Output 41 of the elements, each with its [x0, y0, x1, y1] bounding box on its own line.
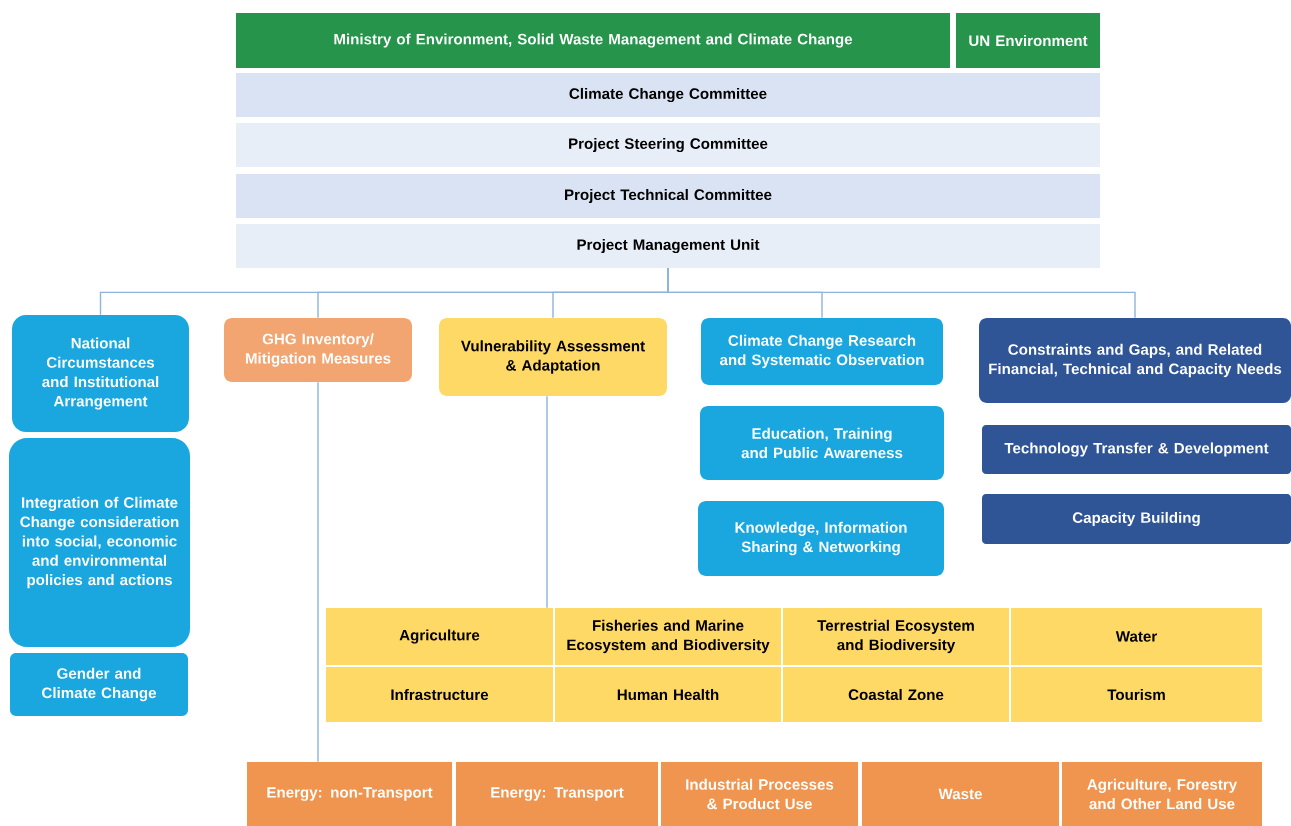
- node-label: Agriculture: [399, 629, 480, 644]
- component-box: GHG Inventory/ Mitigation Measures: [224, 318, 412, 382]
- component-box: Technology Transfer & Development: [982, 425, 1291, 474]
- component-box: Gender and Climate Change: [10, 653, 188, 716]
- header-box: Ministry of Environment, Solid Waste Management and Climate Change: [236, 13, 950, 68]
- node-label: Terrestrial Ecosystem and Biodiversity: [817, 619, 974, 654]
- component-box: Integration of Climate Change consideration into social, economic and environmental policies and actions: [9, 438, 190, 647]
- node-label: Coastal Zone: [848, 688, 944, 701]
- committee-bar: Climate Change Committee: [236, 73, 1100, 117]
- sector-cell: Waste: [862, 762, 1059, 826]
- component-box: Knowledge, Information Sharing & Networking: [698, 501, 944, 576]
- sector-cell: Agriculture, Forestry and Other Land Use: [1062, 762, 1262, 826]
- committee-bar: Project Management Unit: [236, 224, 1100, 268]
- component-box: Vulnerability Assessment & Adaptation: [439, 318, 667, 396]
- component-box: National Circumstances and Institutional Arrangement: [12, 315, 189, 432]
- connector-line: [317, 381, 319, 763]
- sector-cell: Terrestrial Ecosystem and Biodiversity: [783, 608, 1009, 665]
- node-label: Human Health: [617, 688, 719, 701]
- header-box: UN Environment: [956, 13, 1100, 68]
- sector-cell: Tourism: [1011, 667, 1262, 722]
- component-box: Capacity Building: [982, 494, 1291, 544]
- sector-cell: Human Health: [555, 667, 781, 722]
- committee-bar: Project Steering Committee: [236, 123, 1100, 167]
- component-box: Education, Training and Public Awareness: [700, 406, 944, 480]
- sector-cell: Industrial Processes & Product Use: [661, 762, 858, 826]
- sector-cell: Energy: Transport: [456, 762, 658, 826]
- node-label: Water: [1115, 631, 1157, 642]
- node-label: Infrastructure: [391, 688, 489, 701]
- committee-bar: Project Technical Committee: [236, 174, 1100, 218]
- sector-cell: Water: [1011, 608, 1262, 665]
- sector-cell: Coastal Zone: [783, 667, 1009, 722]
- connector-line: [546, 395, 548, 609]
- sector-cell: Fisheries and Marine Ecosystem and Biodiversity: [555, 608, 781, 665]
- connector-line: [667, 267, 1136, 319]
- sector-cell: Agriculture: [326, 608, 553, 665]
- sector-cell: Infrastructure: [326, 667, 553, 722]
- component-box: Constraints and Gaps, and Related Financial, Technical and Capacity Needs: [979, 318, 1291, 403]
- node-label: Fisheries and Marine Ecosystem and Biodiversity: [567, 619, 770, 654]
- node-label: Tourism: [1107, 688, 1165, 701]
- sector-cell: Energy: non-Transport: [247, 762, 452, 826]
- component-box: Climate Change Research and Systematic Observation: [701, 318, 943, 385]
